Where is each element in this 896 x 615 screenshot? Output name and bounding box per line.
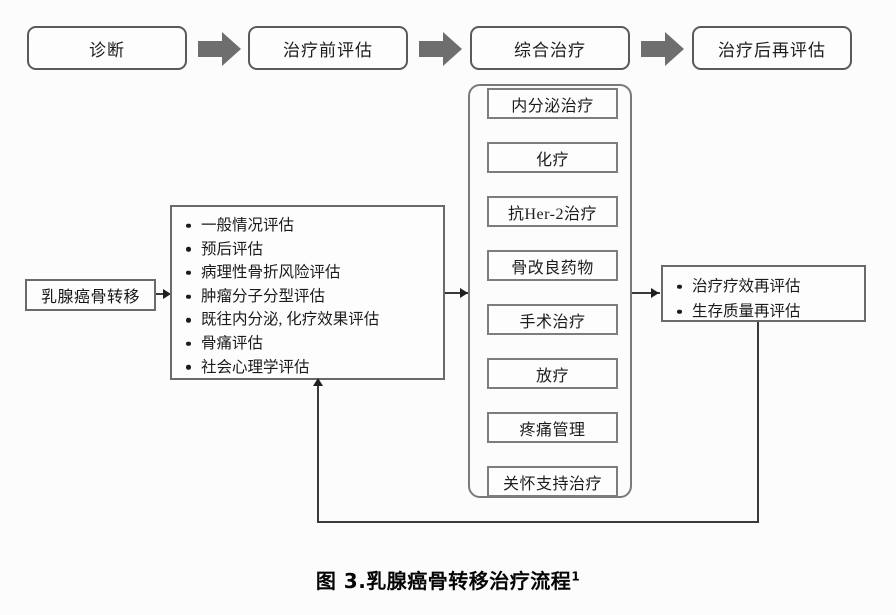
source-label: 乳腺癌骨转移 <box>40 289 140 306</box>
treatment-label: 抗Her-2治疗 <box>508 205 597 223</box>
list-item: 生存质量再评估 <box>675 299 854 324</box>
feedback-line-up <box>317 385 319 523</box>
arrowhead-source-to-assessment <box>163 289 171 299</box>
list-item: 治疗疗效再评估 <box>675 274 854 299</box>
arrowhead-feedback-to-assessment <box>313 378 323 386</box>
treatment-box-bone-modifying-agents: 骨改良药物 <box>487 250 618 281</box>
list-item: 肿瘤分子分型评估 <box>184 285 433 309</box>
stage-label: 诊断 <box>89 40 125 60</box>
treatment-label: 内分泌治疗 <box>511 97 594 115</box>
source-box-bone-metastasis: 乳腺癌骨转移 <box>25 279 156 311</box>
treatment-label: 骨改良药物 <box>511 259 594 277</box>
stage-label: 综合治疗 <box>514 40 586 60</box>
treatment-box-supportive-care: 关怀支持治疗 <box>487 466 618 497</box>
treatment-box-pain-management: 疼痛管理 <box>487 412 618 443</box>
block-arrow-3-icon <box>641 31 685 67</box>
treatment-label: 疼痛管理 <box>519 421 586 439</box>
stage-box-comprehensive-treatment: 综合治疗 <box>470 26 630 70</box>
outcome-box: 治疗疗效再评估 生存质量再评估 <box>661 265 866 322</box>
treatment-box-endocrine: 内分泌治疗 <box>487 88 618 119</box>
arrowhead-treatments-to-outcome <box>651 288 659 298</box>
treatment-group-container <box>468 84 632 498</box>
stage-label: 治疗后再评估 <box>718 40 826 60</box>
connector-assessment-to-treatments <box>445 292 469 294</box>
treatment-box-radiotherapy: 放疗 <box>487 358 618 389</box>
stage-box-diagnosis: 诊断 <box>27 26 187 70</box>
caption-reference: 1 <box>571 569 581 584</box>
arrowhead-assessment-to-treatments <box>460 288 468 298</box>
outcome-list: 治疗疗效再评估 生存质量再评估 <box>675 274 854 324</box>
stage-box-pre-treatment-assessment: 治疗前评估 <box>248 26 408 70</box>
assessment-list: 一般情况评估 预后评估 病理性骨折风险评估 肿瘤分子分型评估 既往内分泌, 化疗… <box>184 214 433 379</box>
stage-box-post-treatment-reassessment: 治疗后再评估 <box>692 26 852 70</box>
caption-text: 图 3.乳腺癌骨转移治疗流程 <box>315 569 572 593</box>
block-arrow-1-icon <box>198 31 242 67</box>
list-item: 既往内分泌, 化疗效果评估 <box>184 308 433 332</box>
treatment-label: 关怀支持治疗 <box>502 475 602 493</box>
treatment-label: 手术治疗 <box>519 313 586 331</box>
list-item: 社会心理学评估 <box>184 356 433 380</box>
list-item: 骨痛评估 <box>184 332 433 356</box>
list-item: 一般情况评估 <box>184 214 433 238</box>
treatment-label: 化疗 <box>535 151 569 169</box>
feedback-line-down <box>757 322 759 523</box>
connector-source-to-assessment <box>156 293 168 295</box>
treatment-box-chemotherapy: 化疗 <box>487 142 618 173</box>
block-arrow-2-icon <box>419 31 463 67</box>
treatment-box-anti-her2: 抗Her-2治疗 <box>487 196 618 227</box>
feedback-line-left <box>317 521 759 523</box>
figure-caption: 图 3.乳腺癌骨转移治疗流程1 <box>0 565 896 594</box>
list-item: 病理性骨折风险评估 <box>184 261 433 285</box>
stage-label: 治疗前评估 <box>283 40 373 60</box>
list-item: 预后评估 <box>184 238 433 262</box>
assessment-box: 一般情况评估 预后评估 病理性骨折风险评估 肿瘤分子分型评估 既往内分泌, 化疗… <box>170 205 445 380</box>
treatment-box-surgery: 手术治疗 <box>487 304 618 335</box>
treatment-label: 放疗 <box>535 367 569 385</box>
connector-treatments-to-outcome <box>632 292 660 294</box>
